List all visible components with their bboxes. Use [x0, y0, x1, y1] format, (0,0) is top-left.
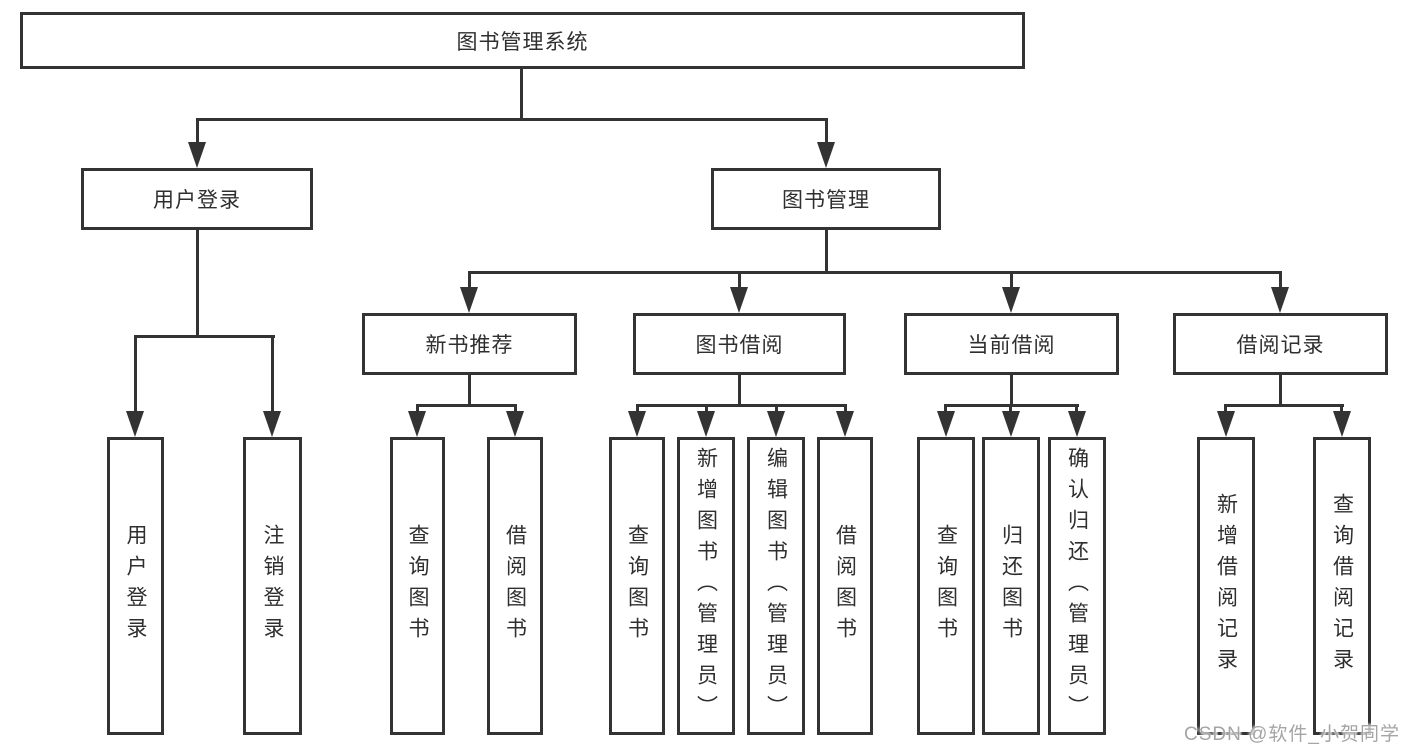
- leaf-return-book: 归还图书: [982, 437, 1040, 735]
- arrow-down-borrow-records: [1271, 287, 1289, 313]
- arrow-down-current-borrow: [1002, 287, 1020, 313]
- leaf-rec-query-books-label: 查询图书: [406, 524, 429, 648]
- leaf-edit-book-admin: 编辑图书（管理员）: [747, 437, 805, 735]
- node-root: 图书管理系统: [20, 12, 1025, 69]
- connector-rec-drop-2: [514, 404, 517, 413]
- connector-rec-hline: [416, 404, 517, 407]
- node-borrow-records-label: 借阅记录: [1236, 334, 1325, 357]
- arrow-down-book-mgmt: [817, 142, 835, 168]
- leaf-add-book-admin: 新增图书（管理员）: [677, 437, 735, 735]
- arrow-down-user-login: [188, 142, 206, 168]
- connector-mgmt-drop-1: [468, 271, 471, 289]
- arrow-down-new-book-rec: [460, 287, 478, 313]
- leaf-edit-book-admin-label: 编辑图书（管理员）: [764, 446, 788, 726]
- node-current-borrow: 当前借阅: [904, 313, 1119, 375]
- arrow-down-rec-query: [408, 411, 426, 437]
- leaf-confirm-return-admin-label: 确认归还（管理员）: [1065, 446, 1089, 726]
- arrow-down-records-query: [1333, 411, 1351, 437]
- leaf-rec-borrow-books-label: 借阅图书: [503, 524, 527, 648]
- arrow-down-records-add: [1217, 411, 1235, 437]
- connector-borrow-drop-4: [844, 404, 847, 413]
- connector-login-drop-1: [134, 335, 137, 413]
- leaf-user-login-label: 用户登录: [124, 524, 147, 648]
- node-borrow-records: 借阅记录: [1173, 313, 1388, 375]
- leaf-current-query-books: 查询图书: [917, 437, 975, 735]
- connector-records-hline: [1224, 404, 1344, 407]
- connector-login-hline: [134, 335, 275, 338]
- node-book-mgmt-label: 图书管理: [782, 189, 870, 212]
- connector-mgmt-drop-3: [1010, 271, 1013, 289]
- leaf-user-login: 用户登录: [107, 437, 164, 735]
- arrow-down-current-confirm: [1068, 411, 1086, 437]
- node-new-book-rec: 新书推荐: [362, 313, 577, 375]
- node-user-login: 用户登录: [81, 168, 313, 230]
- connector-mgmt-drop-2: [738, 271, 741, 289]
- arrow-down-current-return: [1002, 411, 1020, 437]
- arrow-down-book-borrow: [730, 287, 748, 313]
- connector-login-vline: [196, 230, 199, 336]
- connector-root-drop-left: [196, 118, 199, 144]
- leaf-borrow-borrow-books-label: 借阅图书: [833, 524, 857, 648]
- leaf-borrow-query-books: 查询图书: [609, 437, 665, 735]
- connector-root-drop-right: [825, 118, 828, 144]
- connector-rec-vline: [468, 375, 471, 406]
- leaf-return-book-label: 归还图书: [999, 524, 1023, 648]
- connector-rec-drop-1: [416, 404, 419, 413]
- node-book-mgmt: 图书管理: [711, 168, 941, 230]
- node-book-borrow-label: 图书借阅: [695, 334, 784, 357]
- connector-mgmt-vline: [825, 230, 828, 272]
- connector-root-vline: [520, 69, 523, 118]
- leaf-confirm-return-admin: 确认归还（管理员）: [1048, 437, 1106, 735]
- node-new-book-rec-label: 新书推荐: [425, 334, 514, 357]
- arrow-down-current-query: [937, 411, 955, 437]
- arrow-down-rec-borrow: [506, 411, 524, 437]
- connector-borrow-drop-3: [775, 404, 778, 413]
- node-book-borrow: 图书借阅: [633, 313, 846, 375]
- leaf-query-borrow-record-label: 查询借阅记录: [1330, 493, 1354, 679]
- leaf-current-query-books-label: 查询图书: [934, 524, 958, 648]
- connector-root-hline: [196, 118, 828, 121]
- leaf-rec-query-books: 查询图书: [390, 437, 445, 735]
- watermark-text: CSDN @软件_小贺同学: [1184, 724, 1400, 745]
- connector-borrow-drop-2: [705, 404, 708, 413]
- connector-login-drop-2: [271, 335, 274, 413]
- connector-records-drop-2: [1340, 404, 1343, 413]
- connector-mgmt-drop-4: [1279, 271, 1282, 289]
- node-current-borrow-label: 当前借阅: [967, 334, 1056, 357]
- connector-mgmt-hline: [468, 271, 1282, 274]
- connector-borrow-hline: [636, 404, 847, 407]
- node-root-label: 图书管理系统: [456, 30, 589, 54]
- node-user-login-label: 用户登录: [153, 189, 241, 212]
- leaf-borrow-query-books-label: 查询图书: [625, 524, 649, 648]
- arrow-down-borrow-add: [697, 411, 715, 437]
- connector-borrow-vline: [738, 375, 741, 406]
- connector-current-vline: [1010, 375, 1013, 406]
- leaf-add-borrow-record: 新增借阅记录: [1197, 437, 1255, 735]
- arrow-down-leaf-logout: [263, 411, 281, 437]
- leaf-logout: 注销登录: [243, 437, 302, 735]
- connector-current-drop-2: [1009, 404, 1012, 413]
- leaf-add-borrow-record-label: 新增借阅记录: [1214, 493, 1238, 679]
- arrow-down-borrow-borrow: [836, 411, 854, 437]
- leaf-logout-label: 注销登录: [261, 524, 284, 648]
- leaf-rec-borrow-books: 借阅图书: [487, 437, 543, 735]
- leaf-add-book-admin-label: 新增图书（管理员）: [694, 446, 718, 726]
- connector-borrow-drop-1: [636, 404, 639, 413]
- connector-current-drop-3: [1075, 404, 1078, 413]
- leaf-borrow-borrow-books: 借阅图书: [817, 437, 873, 735]
- arrow-down-borrow-query: [628, 411, 646, 437]
- connector-current-drop-1: [944, 404, 947, 413]
- connector-records-vline: [1279, 375, 1282, 406]
- arrow-down-borrow-edit: [767, 411, 785, 437]
- leaf-query-borrow-record: 查询借阅记录: [1313, 437, 1371, 735]
- connector-records-drop-1: [1224, 404, 1227, 413]
- arrow-down-leaf-user-login: [126, 411, 144, 437]
